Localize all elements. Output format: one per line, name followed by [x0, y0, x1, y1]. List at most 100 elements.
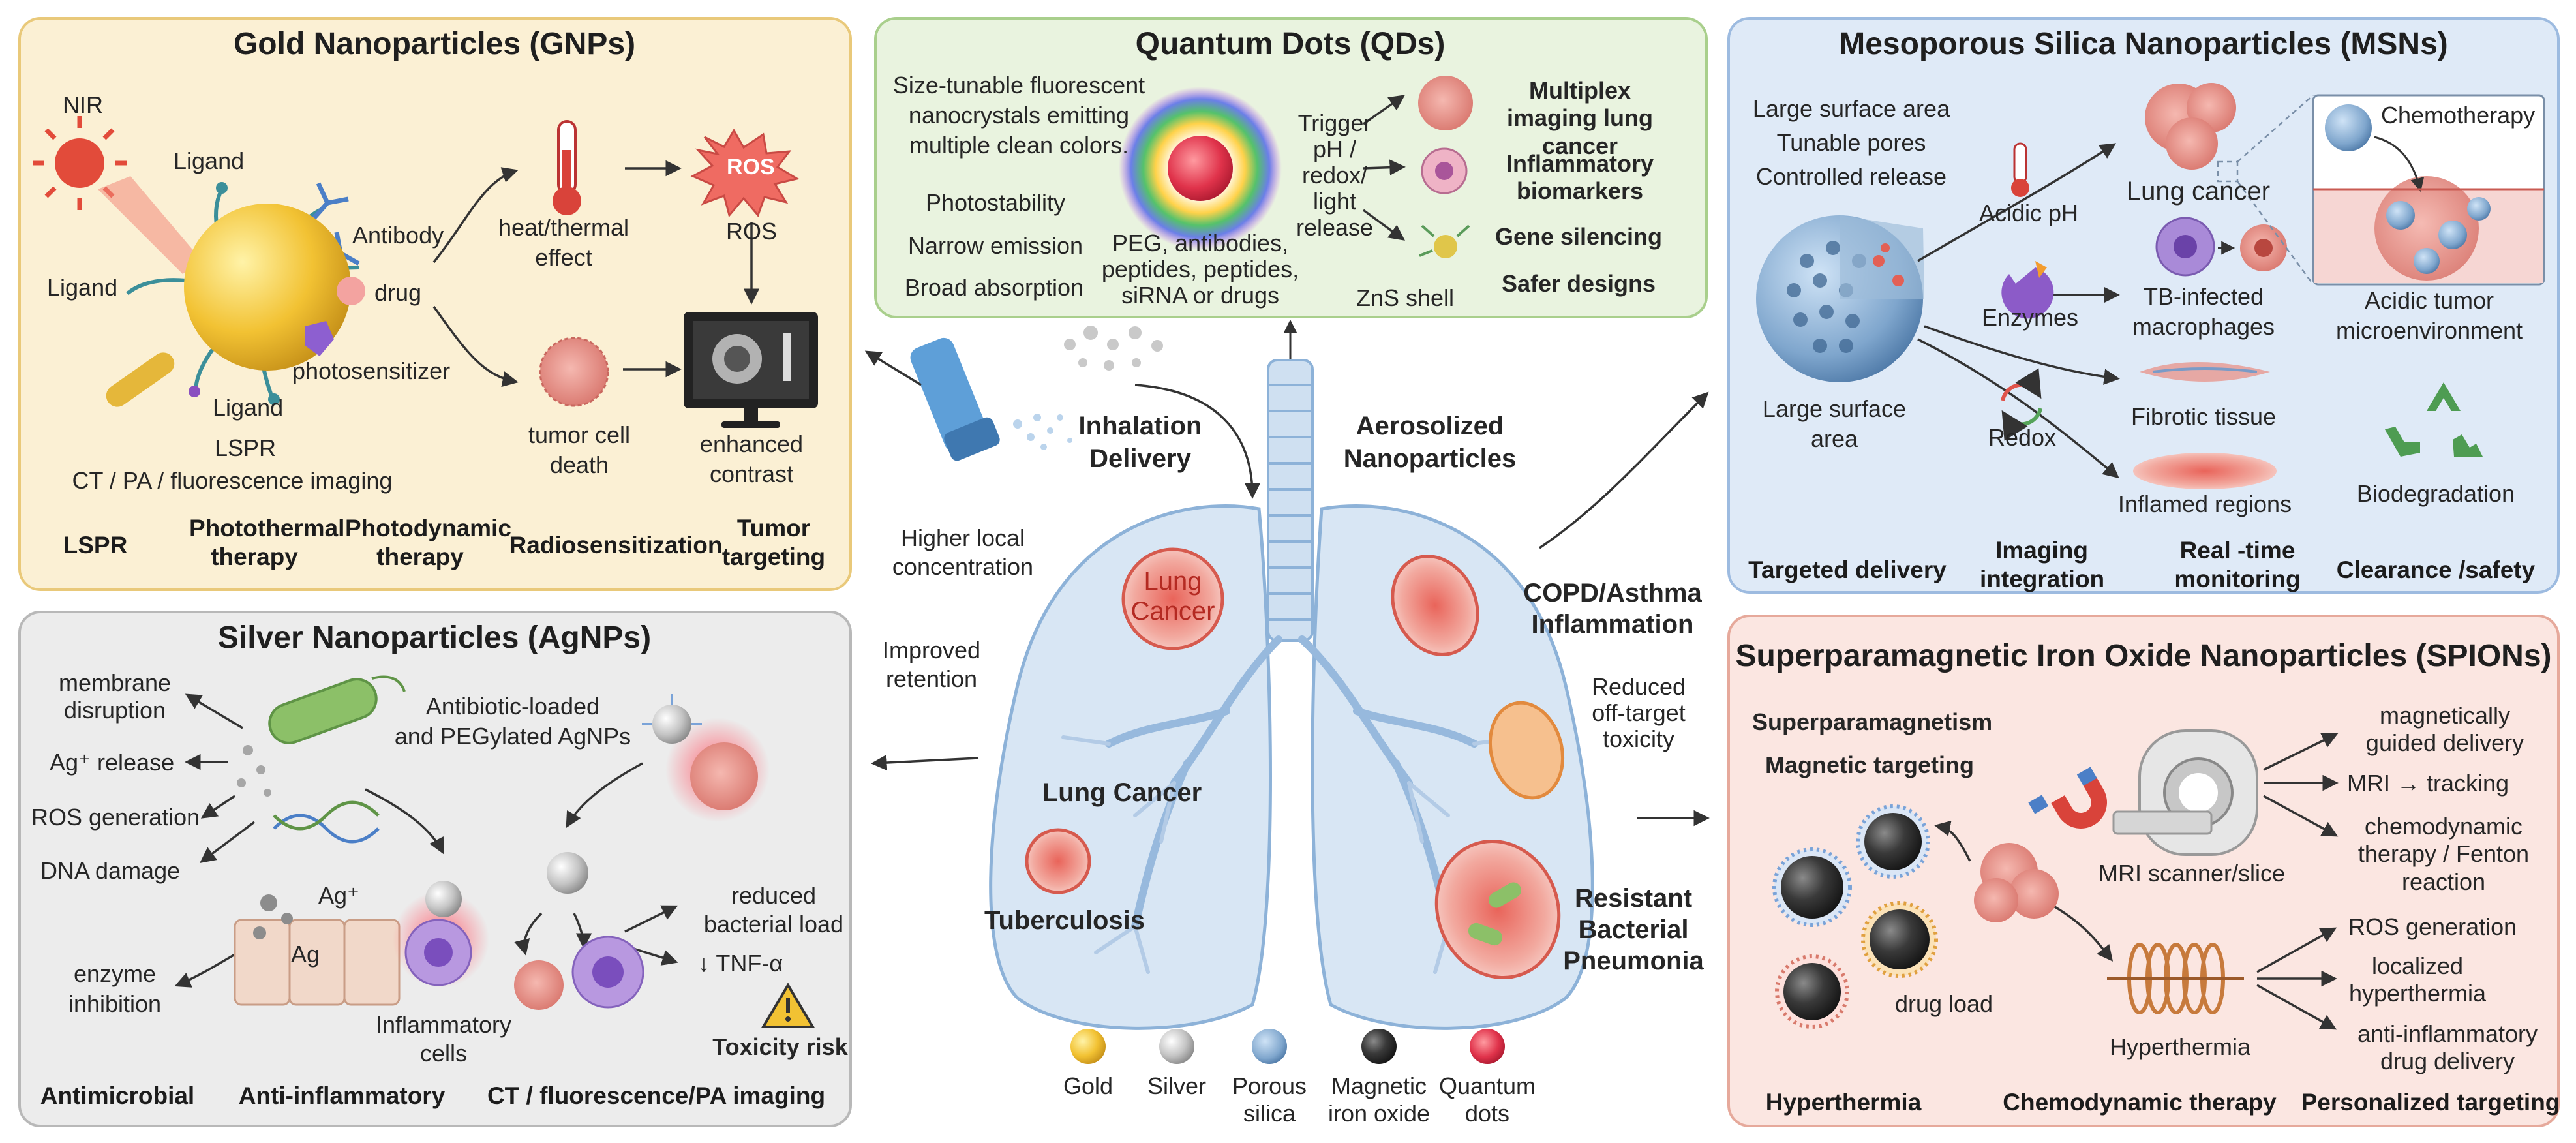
qd-trigger-2: pH / — [1312, 136, 1357, 162]
silver-membrane-label: membrane disruption — [58, 669, 172, 724]
qd-desc-2: nanocrystals emitting — [908, 102, 1130, 129]
tumor-cell-icon — [539, 337, 609, 407]
silver-title: Silver Nanoparticles (AgNPs) — [217, 620, 652, 655]
legend-silica-label: Porous silica — [1232, 1073, 1307, 1127]
msn-feature-3: Controlled release — [1755, 163, 1947, 190]
lung-cancer-label: Lung Cancer — [1042, 778, 1202, 807]
msn-footer-clearance: Clearance /safety — [2336, 556, 2536, 583]
nir-beam-icon — [98, 176, 202, 274]
silver-ag-label: Ag — [291, 941, 320, 968]
qd-coating-2: peptides, peptides, — [1101, 256, 1299, 282]
msn-micro-1: Acidic tumor — [2364, 287, 2494, 314]
silver-footer-imaging: CT / fluorescence/PA imaging — [487, 1082, 826, 1109]
qd-prop-narrow-emission: Narrow emission — [907, 232, 1083, 259]
improved-retention-2: retention — [885, 665, 978, 692]
msn-inflamed-label: Inflamed regions — [2117, 491, 2292, 517]
recycle-icon — [2385, 382, 2483, 457]
qd-desc-1: Size-tunable fluorescent — [892, 72, 1145, 99]
spion-mri-label: MRI scanner/slice — [2098, 860, 2286, 887]
agnp-cluster-icon — [514, 852, 644, 1010]
legend-iron-oxide-icon — [1361, 1029, 1397, 1064]
legend-gold-label: Gold — [1063, 1073, 1114, 1099]
spion-footer-chemodynamic: Chemodynamic therapy — [2003, 1089, 2277, 1116]
coil-icon — [2107, 943, 2244, 1014]
lung-tumor-markers — [1025, 547, 1565, 979]
fibrotic-tissue-icon — [2140, 362, 2270, 382]
thermometer-icon — [553, 120, 581, 215]
spion-particles-icon — [1772, 804, 1938, 1029]
qd-app-multiplex: Multiplex imaging lung cancer — [1507, 77, 1653, 159]
legend-silica-icon — [1252, 1029, 1287, 1064]
spion-drug-load-label: drug load — [1894, 990, 1993, 1017]
quantum-dot-icon — [1168, 136, 1233, 201]
ag-particles — [253, 894, 293, 939]
msn-footer-imaging: Imaging integration — [1980, 537, 2105, 592]
enzyme-icon — [2001, 261, 2054, 319]
msn-title: Mesoporous Silica Nanoparticles (MSNs) — [1839, 27, 2448, 61]
silver-footer-antiinflammatory: Anti-inflammatory — [238, 1082, 446, 1109]
gold-footer-radiosensitization: Radiosensitization — [509, 532, 723, 558]
epithelium-icon — [234, 919, 401, 1006]
legend-silver-label: Silver — [1147, 1073, 1207, 1099]
msn-feature-2: Tunable pores — [1776, 129, 1926, 156]
spray-icon — [1013, 414, 1072, 450]
inhaler-icon — [910, 337, 1000, 461]
qd-coating-3: siRNA or drugs — [1121, 282, 1280, 309]
msn-footer-targeted: Targeted delivery — [1748, 556, 1947, 583]
tumor-death-label-2: death — [549, 451, 609, 478]
gold-footer-targeting: Tumor targeting — [721, 515, 826, 570]
redox-cycle-icon — [2001, 368, 2042, 441]
gold-footer-photodynamic: Photodynamic therapy — [345, 515, 511, 570]
trachea-icon — [1267, 359, 1314, 642]
silver-toxicity-label: Toxicity risk — [712, 1033, 848, 1060]
ros-label: ROS — [725, 218, 778, 245]
resistant-label-2: Bacterial — [1578, 915, 1689, 944]
silver-dna-label: DNA damage — [40, 857, 181, 884]
antibody-label: Antibody — [352, 222, 444, 249]
qd-prop-photostability: Photostability — [925, 189, 1066, 216]
legend-gold-icon — [1070, 1029, 1106, 1064]
mri-scanner-icon — [2112, 729, 2258, 856]
ligand-top-label: Ligand — [174, 147, 245, 174]
msn-surface-2: area — [1810, 425, 1858, 452]
legend-iron-label: Magnetic iron oxide — [1327, 1073, 1431, 1127]
higher-concentration-1: Higher local — [900, 525, 1025, 551]
photosensitizer-label: photosensitizer — [292, 358, 451, 384]
gold-title: Gold Nanoparticles (GNPs) — [233, 27, 636, 61]
ligand-left-label: Ligand — [47, 274, 118, 301]
warning-icon — [761, 983, 815, 1028]
higher-concentration-2: concentration — [892, 553, 1034, 580]
tumor-microenvironment-icon — [2312, 94, 2545, 286]
spion-panel — [1727, 615, 2560, 1127]
heat-label-2: effect — [535, 244, 592, 271]
spion-localized-hyperthermia: localized hyperthermia — [2348, 952, 2487, 1007]
improved-retention-1: Improved — [882, 637, 981, 663]
qd-prop-broad-absorption: Broad absorption — [904, 274, 1084, 301]
spion-antiinflammatory-delivery: anti-inflammatory drug delivery — [2357, 1020, 2538, 1075]
spion-mri-tracking: MRI → tracking — [2347, 770, 2509, 797]
msn-acidic-label: Acidic pH — [1978, 200, 2079, 226]
inflamed-region-icon — [2133, 453, 2277, 489]
legend-quantum-dot-icon — [1470, 1029, 1505, 1064]
qd-trigger-3: redox/ — [1301, 162, 1368, 189]
msn-feature-1: Large surface area — [1752, 95, 1950, 122]
msn-redox-label: Redox — [1988, 424, 2057, 451]
lspr-label: LSPR — [214, 434, 277, 461]
magnet-icon — [2028, 767, 2107, 829]
silver-loaded-2: and PEGylated AgNPs — [394, 723, 631, 750]
msn-tb-2: macrophages — [2132, 313, 2275, 340]
silver-ion-dots — [237, 745, 271, 797]
msn-arrows — [1917, 143, 2120, 479]
silver-panel — [18, 611, 852, 1127]
silver-reduced-1: reduced — [731, 882, 817, 909]
inhalation-label-1: Inhalation — [1078, 412, 1202, 440]
aerosol-particles — [1064, 326, 1163, 371]
contrast-label-1: enhanced — [699, 431, 804, 457]
silver-ros-label: ROS generation — [31, 804, 200, 831]
qd-arrows — [1362, 95, 1406, 241]
gold-flow-arrows — [432, 160, 760, 388]
inhalation-label-2: Delivery — [1089, 444, 1191, 473]
reduced-toxicity-2: off-target — [1592, 699, 1686, 726]
msn-chemo-label: Chemotherapy — [2381, 102, 2536, 129]
